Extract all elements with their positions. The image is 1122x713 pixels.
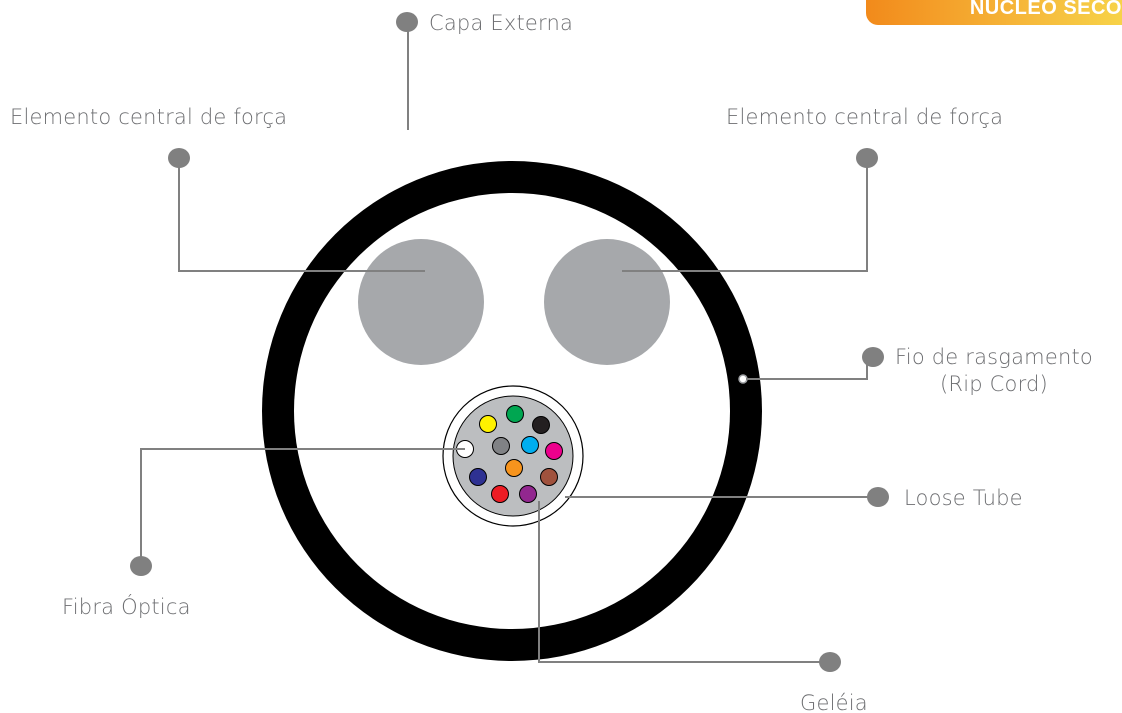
fiber-green: [506, 405, 524, 423]
leader-forca-left: [178, 158, 425, 272]
fiber-cyan: [521, 436, 539, 454]
fiber-pink: [545, 442, 563, 460]
fiber-blue: [469, 468, 487, 486]
leader-rip-cord: [746, 356, 868, 380]
leader-dots: [130, 12, 889, 672]
leader-fibra-optica: [140, 448, 465, 564]
label-capa-externa: Capa Externa: [429, 11, 574, 35]
dot-rip-cord: [862, 347, 884, 367]
fiber-gray: [492, 437, 510, 455]
dot-geleia: [819, 652, 841, 672]
fiber-red: [491, 485, 509, 503]
label-geleia: Geléia: [800, 691, 868, 713]
leader-geleia: [538, 501, 829, 663]
fiber-orange: [505, 459, 523, 477]
fiber-brown: [540, 468, 558, 486]
fiber-yellow: [479, 415, 497, 433]
label-fio-rasgamento-line1: Fio de rasgamento: [895, 345, 1093, 369]
title-banner: NÚCLEO SECO: [866, 0, 1122, 25]
dot-fibra-optica: [130, 556, 152, 576]
label-fio-rasgamento-line2: (Rip Cord): [940, 372, 1048, 396]
label-elemento-forca-right: Elemento central de força: [726, 105, 1004, 129]
banner-text: NÚCLEO SECO: [969, 0, 1122, 19]
label-fio-rasgamento: Fio de rasgamento (Rip Cord): [894, 344, 1094, 398]
dot-capa-externa: [396, 12, 418, 32]
strength-member-left: [358, 239, 484, 365]
fiber-black: [532, 416, 550, 434]
label-loose-tube: Loose Tube: [904, 486, 1023, 510]
rip-cord: [738, 374, 748, 384]
leader-forca-right: [622, 158, 868, 272]
dot-forca-right: [856, 148, 878, 168]
fiber-violet: [519, 485, 537, 503]
optical-fibers: [456, 405, 563, 503]
dot-forca-left: [168, 148, 190, 168]
dot-loose-tube: [867, 487, 889, 507]
label-fibra-optica: Fibra Óptica: [62, 595, 191, 619]
strength-member-right: [544, 239, 670, 365]
label-elemento-forca-left: Elemento central de força: [10, 105, 288, 129]
